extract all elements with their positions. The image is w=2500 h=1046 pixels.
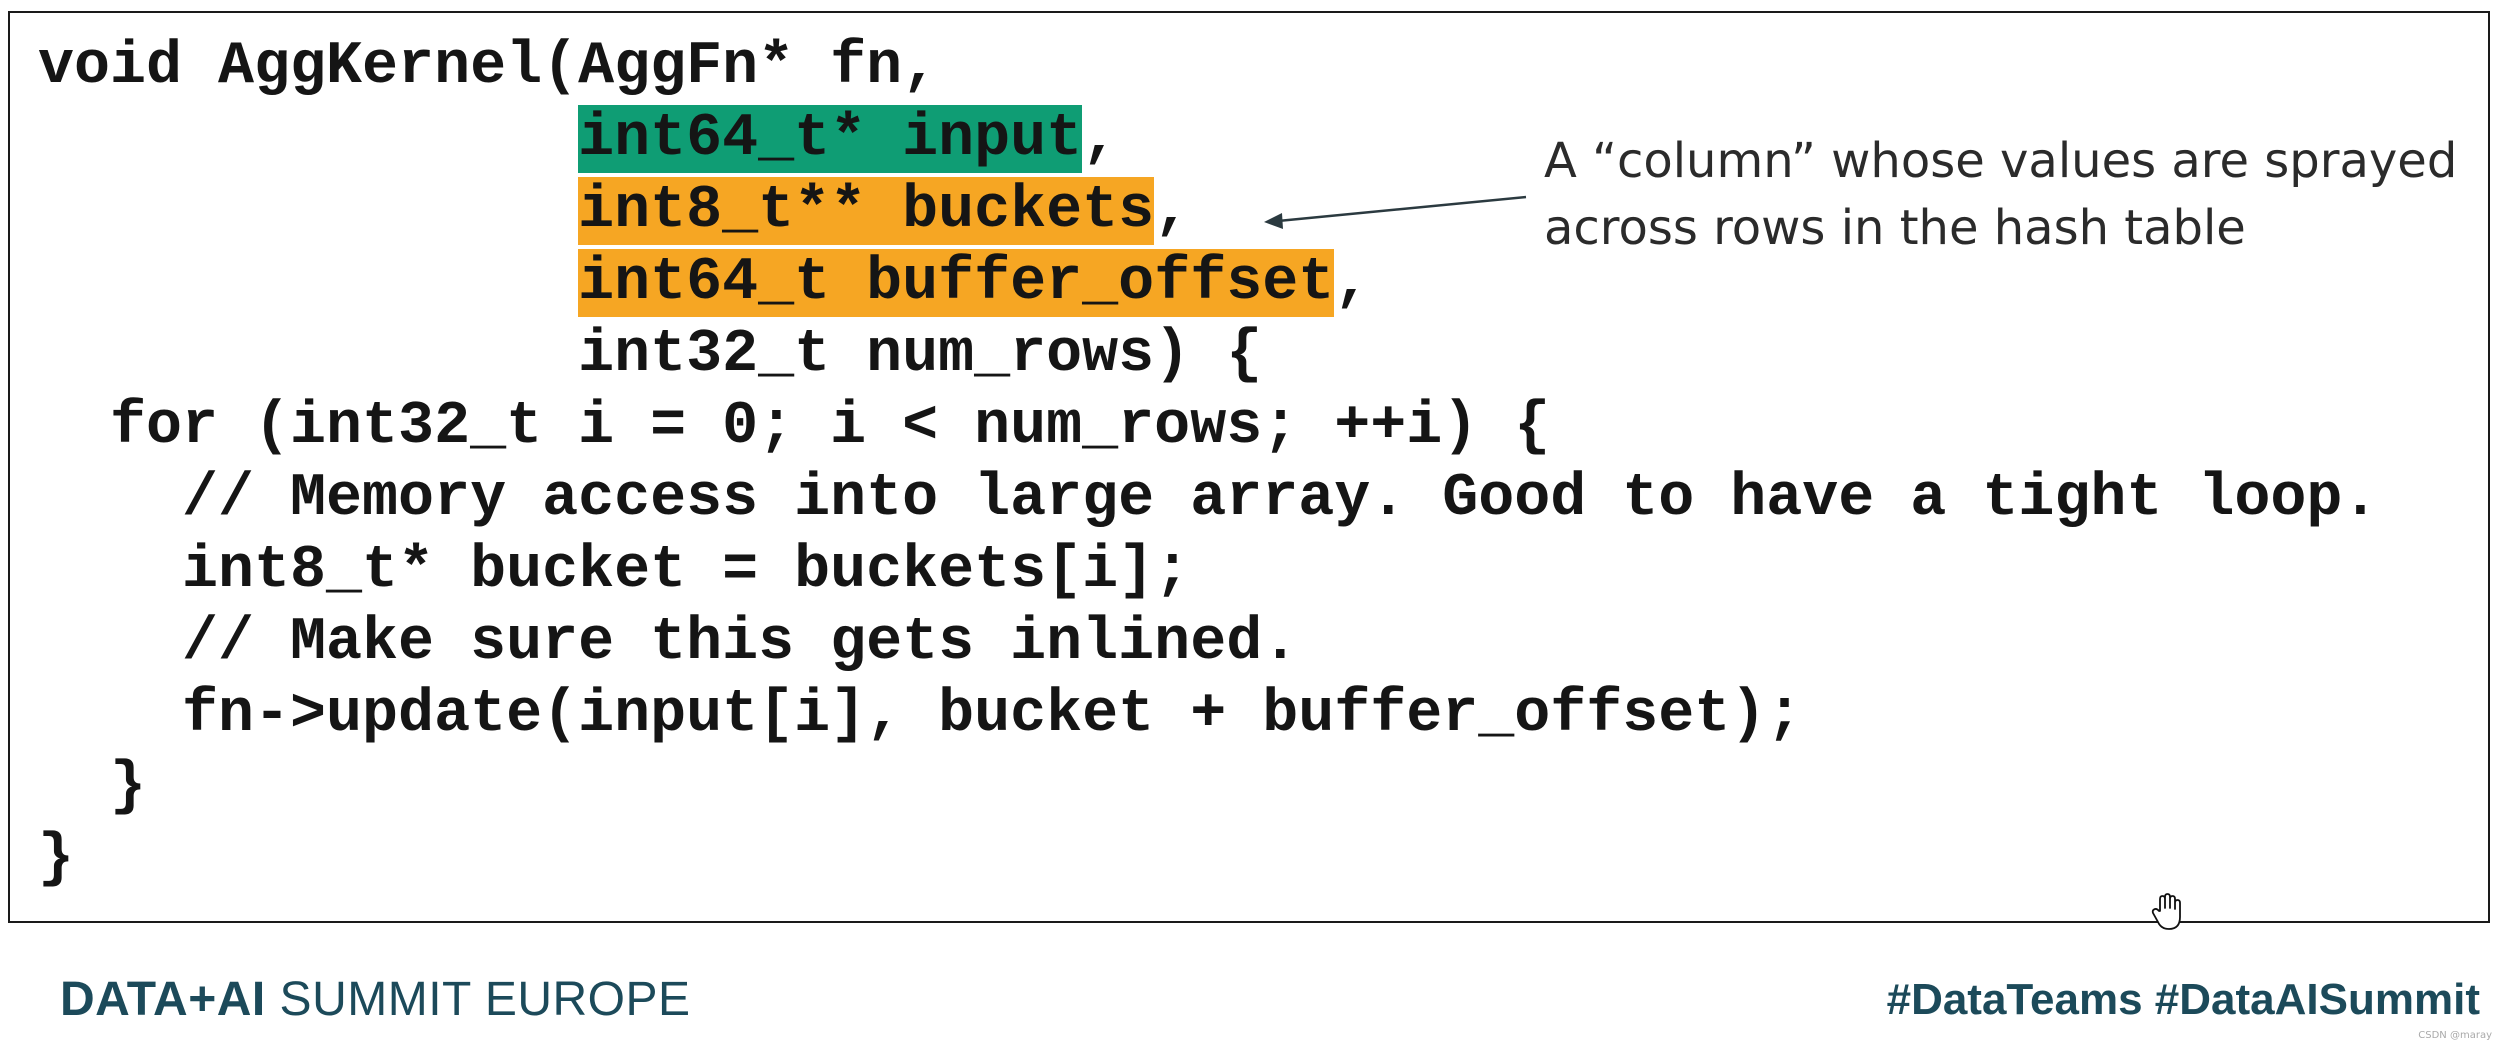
- buckets-param-highlight: int8_t** buckets: [578, 177, 1155, 245]
- annotation-callout: A “column” whose values are sprayed acro…: [1544, 128, 2458, 262]
- code-line-6: for (int32_t i = 0; i < num_rows; ++i) {: [38, 393, 1551, 461]
- code-line-2: int64_t* input,: [38, 103, 1118, 175]
- code-line-1: void AggKernel(AggFn* fn,: [38, 33, 939, 101]
- code-indent: [38, 105, 578, 173]
- code-line-10: fn->update(input[i], bucket + buffer_off…: [38, 681, 1803, 749]
- brand-rest: SUMMIT EUROPE: [265, 973, 691, 1026]
- annotation-line-2: across rows in the hash table: [1544, 200, 2246, 256]
- watermark: CSDN @maray: [2418, 1030, 2492, 1041]
- code-punct: ,: [1154, 177, 1191, 245]
- code-line-5: int32_t num_rows) {: [38, 321, 1263, 389]
- code-punct: ,: [1334, 249, 1371, 317]
- code-line-12: }: [38, 825, 75, 893]
- input-param-highlight: int64_t* input: [578, 105, 1083, 173]
- code-line-9: // Make sure this gets inlined.: [38, 609, 1299, 677]
- code-line-8: int8_t* bucket = buckets[i];: [38, 537, 1191, 605]
- code-punct: ,: [1082, 105, 1119, 173]
- brand-bold: DATA+AI: [60, 973, 266, 1026]
- footer-hashtags: #DataTeams #DataAISummit: [1886, 975, 2480, 1024]
- code-line-4: int64_t buffer_offset,: [38, 247, 1370, 319]
- hand-cursor-icon: [2151, 893, 2181, 930]
- code-line-3: int8_t** buckets,: [38, 175, 1190, 247]
- code-indent: [38, 177, 578, 245]
- code-block: void AggKernel(AggFn* fn, int64_t* input…: [8, 11, 2490, 923]
- code-line-7: // Memory access into large array. Good …: [38, 465, 2379, 533]
- summit-brand-logo: DATA+AI SUMMIT EUROPE: [60, 970, 691, 1030]
- code-indent: [38, 249, 578, 317]
- annotation-line-1: A “column” whose values are sprayed: [1544, 133, 2458, 189]
- buffer-offset-param-highlight: int64_t buffer_offset: [578, 249, 1335, 317]
- code-line-11: }: [38, 753, 147, 821]
